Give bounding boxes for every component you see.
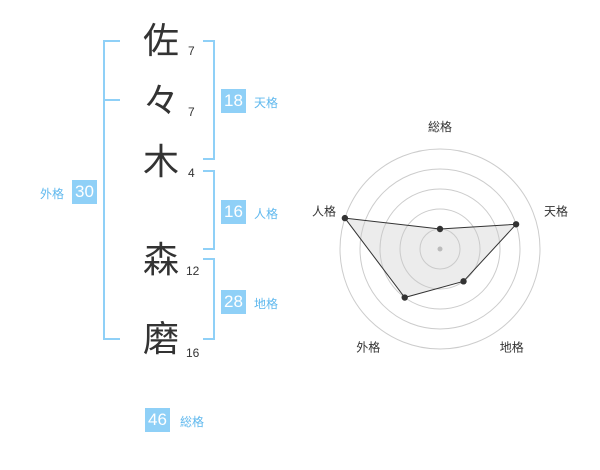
radar-point bbox=[401, 294, 408, 301]
jinkaku-label: 人格 bbox=[254, 207, 279, 221]
stroke-count-1: 7 bbox=[188, 44, 195, 58]
name-char-4: 森 bbox=[142, 240, 179, 281]
gaikaku-mid-tick bbox=[103, 99, 120, 101]
radar-point bbox=[460, 278, 467, 285]
name-char-2: 々 bbox=[142, 81, 179, 122]
radar-axis-label: 人格 bbox=[312, 203, 336, 218]
radar-axis-label: 地格 bbox=[500, 340, 524, 355]
gaikaku-label: 外格 bbox=[40, 187, 65, 201]
name-char-1: 佐 bbox=[142, 21, 179, 62]
name-char-5: 磨 bbox=[142, 319, 179, 360]
radar-series-polygon bbox=[343, 217, 518, 299]
radar-point bbox=[512, 221, 520, 228]
tenkaku-value: 18 bbox=[221, 89, 246, 113]
soukaku-value: 46 bbox=[145, 408, 170, 432]
radar-grid-ring bbox=[379, 188, 501, 310]
name-char-3: 木 bbox=[142, 142, 179, 183]
gaikaku-value: 30 bbox=[72, 180, 97, 204]
stroke-count-2: 7 bbox=[188, 105, 195, 119]
radar-axis-label: 外格 bbox=[356, 340, 380, 355]
tenkaku-bracket bbox=[203, 40, 215, 160]
radar-axis-label: 天格 bbox=[544, 203, 568, 218]
radar-axis-label: 総格 bbox=[428, 119, 452, 134]
chikaku-bracket bbox=[203, 258, 215, 340]
chikaku-value: 28 bbox=[221, 290, 246, 314]
tenkaku-label: 天格 bbox=[254, 96, 279, 110]
chikaku-label: 地格 bbox=[254, 297, 279, 311]
gaikaku-bracket bbox=[103, 40, 120, 340]
jinkaku-value: 16 bbox=[221, 200, 246, 224]
radar-point bbox=[341, 214, 349, 222]
soukaku-label: 総格 bbox=[180, 415, 205, 429]
stroke-count-3: 4 bbox=[188, 166, 195, 180]
radar-point bbox=[436, 225, 444, 233]
radar-grid-ring bbox=[399, 208, 481, 290]
radar-center-dot bbox=[437, 246, 443, 252]
radar-grid-ring bbox=[339, 148, 541, 350]
radar-grid-ring bbox=[359, 168, 521, 330]
stroke-count-5: 16 bbox=[186, 346, 200, 360]
jinkaku-bracket bbox=[203, 170, 215, 250]
stroke-count-4: 12 bbox=[186, 264, 200, 278]
